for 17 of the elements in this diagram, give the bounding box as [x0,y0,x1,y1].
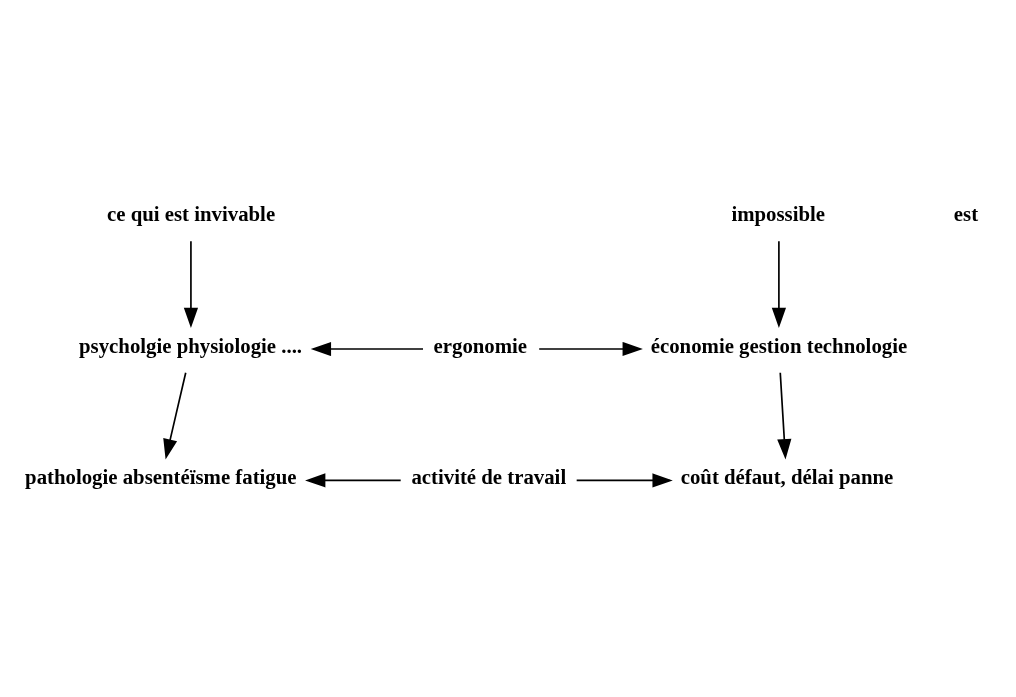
arrow [777,371,792,459]
node-text: impossible [731,201,826,226]
node-text: ce qui est invivable [107,201,276,226]
node-text: ergonomie [433,333,528,358]
node-text: coût défaut, délai panne [680,464,894,489]
node-text: pathologie absentéïsme fatigue [25,464,297,489]
arrow [305,472,402,487]
node-text: activité de travail [411,464,567,489]
arrow [163,371,187,459]
arrow [771,240,786,328]
arrow [183,240,199,328]
node-text: psycholgie physiologie .... [79,333,303,358]
arrow [575,472,673,487]
arrow [310,341,424,356]
label: est [953,201,979,226]
node-text: économie gestion technologie [650,333,908,358]
arrow [538,341,643,356]
